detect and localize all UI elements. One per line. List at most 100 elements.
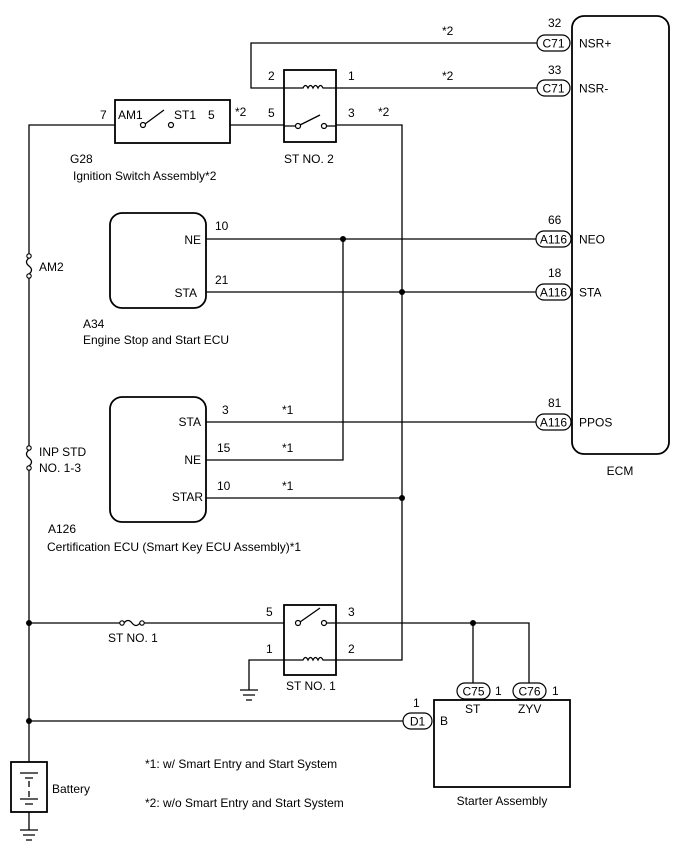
ignition-switch-contact bbox=[144, 109, 165, 125]
a126-ne: NE bbox=[184, 453, 201, 467]
starter-label: Starter Assembly bbox=[457, 794, 548, 808]
ecm-pin-name: NEO bbox=[579, 233, 605, 247]
inp-std-label: NO. 1-3 bbox=[39, 461, 81, 475]
ecm-pin-num: 66 bbox=[548, 213, 562, 227]
battery-label: Battery bbox=[52, 782, 90, 796]
note-2: *2: w/o Smart Entry and Start System bbox=[145, 796, 344, 810]
starter-c76-connector bbox=[512, 682, 547, 700]
ecm-pin-ppos: 81 A116 PPOS bbox=[535, 396, 612, 431]
wire-relay-to-zyv bbox=[336, 622, 530, 683]
st-no1-fuse bbox=[123, 619, 141, 627]
ecm-conn-label: A116 bbox=[540, 286, 567, 300]
a34-ne: NE bbox=[184, 233, 201, 247]
st-no1-fuse-label: ST NO. 1 bbox=[108, 631, 158, 645]
wire-note: *2 bbox=[442, 24, 454, 38]
st-no2-pin: 2 bbox=[268, 69, 275, 83]
wire-note: *1 bbox=[282, 479, 294, 493]
wire-note: *2 bbox=[378, 105, 390, 119]
inp-std-label: INP STD bbox=[39, 445, 86, 459]
a34-sta: STA bbox=[175, 286, 197, 300]
starter-c76-pin: 1 bbox=[552, 684, 559, 698]
st-no2-pin: 1 bbox=[348, 69, 355, 83]
a126-code: A126 bbox=[48, 522, 76, 536]
ecm-conn-label: A116 bbox=[540, 416, 567, 430]
ecm-conn-label: A116 bbox=[540, 233, 567, 247]
ignition-code: G28 bbox=[70, 152, 93, 166]
a34-ne-pin: 10 bbox=[215, 219, 229, 233]
ignition-pin-out: 5 bbox=[208, 108, 215, 122]
a126-ne-pin: 15 bbox=[217, 441, 231, 455]
a34-ecu-box bbox=[109, 212, 207, 309]
starter-st: ST bbox=[465, 702, 481, 716]
ecm-pin-num: 18 bbox=[548, 266, 562, 280]
wire-coil-ground bbox=[248, 659, 284, 690]
a126-sta-pin: 3 bbox=[222, 403, 229, 417]
st-no1-pin: 2 bbox=[348, 642, 355, 656]
a34-code: A34 bbox=[83, 317, 105, 331]
ecm-pin-name: NSR+ bbox=[579, 37, 611, 51]
a126-star: STAR bbox=[172, 490, 203, 504]
st-no2-pin: 3 bbox=[348, 106, 355, 120]
battery-ground-icon bbox=[20, 812, 38, 841]
ecm-pin-num: 32 bbox=[548, 16, 562, 30]
starter-d1-pin: 1 bbox=[413, 696, 420, 710]
starter-c76: C76 bbox=[518, 685, 540, 699]
wire-ignition-feed bbox=[28, 124, 115, 254]
ecm-label: ECM bbox=[607, 464, 634, 478]
a126-name: Certification ECU (Smart Key ECU Assembl… bbox=[47, 540, 301, 554]
inp-std-fuse bbox=[25, 449, 33, 467]
note-1: *1: w/ Smart Entry and Start System bbox=[145, 757, 337, 771]
st-no2-pin: 5 bbox=[268, 106, 275, 120]
st-no2-coil bbox=[284, 84, 336, 90]
ecm-pin-num: 81 bbox=[548, 396, 562, 410]
a126-star-pin: 10 bbox=[217, 479, 231, 493]
starter-c75-connector bbox=[456, 682, 491, 700]
starter-b: B bbox=[440, 714, 448, 728]
a34-sta-pin: 21 bbox=[215, 273, 229, 287]
st-no1-pin: 1 bbox=[266, 642, 273, 656]
ecm-conn-label: C71 bbox=[542, 37, 564, 51]
a126-sta: STA bbox=[179, 415, 201, 429]
battery-cells bbox=[20, 772, 38, 805]
st-no1-coil bbox=[284, 656, 336, 662]
ecm-pin-num: 33 bbox=[548, 63, 562, 77]
ecm-pin-nsr-minus: 33 C71 NSR- bbox=[536, 63, 608, 97]
ignition-switch-box bbox=[114, 99, 231, 144]
ignition-am1: AM1 bbox=[118, 108, 143, 122]
ecm-pin-nsr-plus: 32 C71 NSR+ bbox=[536, 16, 611, 52]
st-no1-relay bbox=[283, 604, 337, 676]
wire-nsr-plus bbox=[250, 42, 537, 89]
ecm-pin-name: PPOS bbox=[579, 416, 612, 430]
wire-note: *2 bbox=[235, 105, 247, 119]
ignition-pin-in: 7 bbox=[100, 108, 107, 122]
ecm-conn-label: C71 bbox=[542, 82, 564, 96]
starter-c75-pin: 1 bbox=[495, 684, 502, 698]
wire-note: *2 bbox=[442, 69, 454, 83]
starter-zyv: ZYV bbox=[518, 702, 541, 716]
am2-fuse bbox=[25, 257, 33, 275]
wire-note: *1 bbox=[282, 441, 294, 455]
ground-icon bbox=[240, 689, 258, 701]
st-no1-switch bbox=[299, 607, 336, 624]
st-no2-label: ST NO. 2 bbox=[284, 152, 334, 166]
starter-c75: C75 bbox=[462, 685, 484, 699]
ecm-pin-name: NSR- bbox=[579, 82, 608, 96]
st-no2-switch bbox=[284, 114, 336, 127]
ignition-st1: ST1 bbox=[174, 108, 196, 122]
wire-ne-branch bbox=[206, 239, 344, 461]
st-no1-pin: 5 bbox=[266, 605, 273, 619]
ecm-pin-name: STA bbox=[579, 286, 601, 300]
ignition-name: Ignition Switch Assembly*2 bbox=[73, 169, 217, 183]
st-no2-relay bbox=[283, 69, 337, 143]
wire-note: *1 bbox=[282, 403, 294, 417]
st-no1-pin: 3 bbox=[348, 605, 355, 619]
am2-label: AM2 bbox=[39, 260, 64, 274]
ecm-pin-neo: 66 A116 NEO bbox=[535, 213, 605, 248]
ecm-box bbox=[571, 15, 670, 455]
a34-name: Engine Stop and Start ECU bbox=[83, 333, 229, 347]
st-no1-label: ST NO. 1 bbox=[286, 679, 336, 693]
wire-starter-signal-bus bbox=[336, 124, 403, 661]
starter-assembly-box bbox=[433, 699, 571, 788]
starter-d1: D1 bbox=[410, 715, 426, 729]
